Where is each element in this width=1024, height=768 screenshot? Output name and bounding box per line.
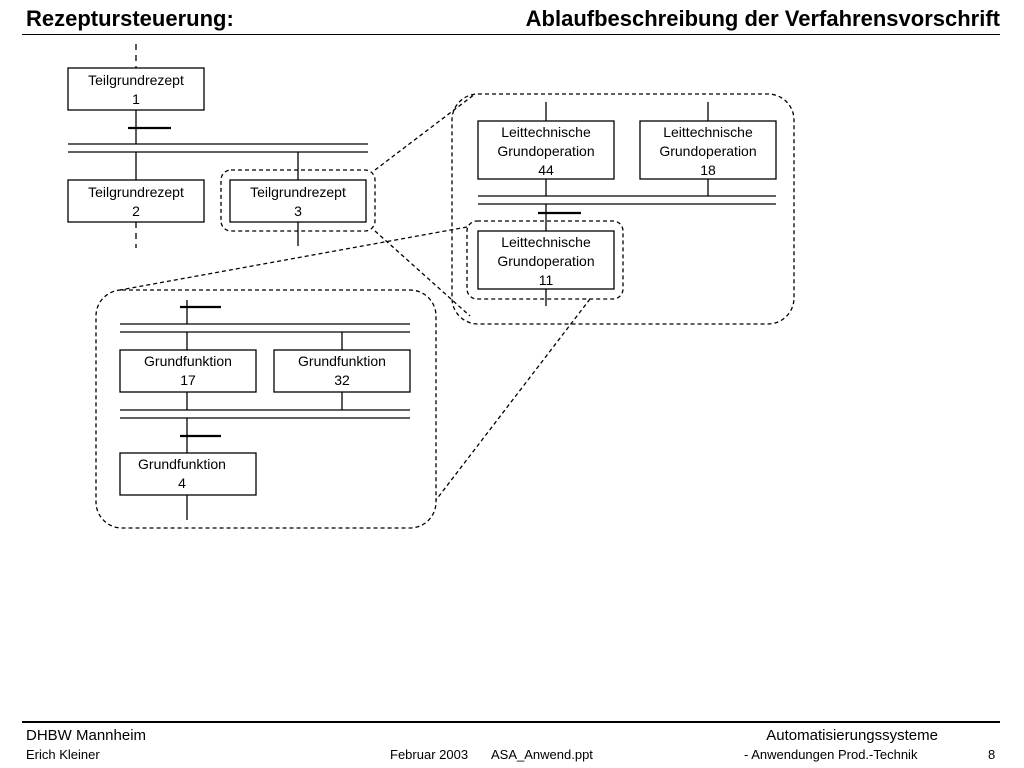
zoom-line (374, 93, 476, 171)
zoom-frame-grundfunktionen (95, 289, 437, 529)
step-label: Teilgrundrezept (88, 184, 184, 200)
step-grundfunktion-4 (119, 452, 257, 496)
step-number: 11 (539, 272, 554, 288)
step-label: Grundoperation (497, 253, 594, 269)
step-grundoperation-11 (477, 230, 615, 290)
step-grundfunktion-32 (273, 349, 411, 393)
step-label: Leittechnische (501, 124, 591, 140)
sfc-diagram: Teilgrundrezept 1 Teilgrundrezept 2 Teil… (67, 44, 795, 529)
highlight-teilgrundrezept-3 (220, 169, 376, 232)
step-number: 44 (538, 162, 554, 178)
footer-date: Februar 2003 (390, 747, 469, 762)
step-label: Teilgrundrezept (88, 72, 184, 88)
page-subtitle: Ablaufbeschreibung der Verfahrensvorschr… (525, 6, 1000, 31)
footer-page-number: 8 (988, 747, 996, 762)
step-label: Leittechnische (501, 234, 591, 250)
header-rule (22, 34, 1000, 35)
zoom-line (435, 298, 591, 501)
step-grundfunktion-17 (119, 349, 257, 393)
step-number: 1 (132, 91, 140, 107)
step-number: 17 (180, 372, 196, 388)
zoom-frame-grundoperationen (451, 93, 795, 325)
footer-subtitle: - Anwendungen Prod.-Technik (744, 747, 918, 762)
footer-file: ASA_Anwend.ppt (491, 747, 593, 762)
footer-course: Automatisierungssysteme (766, 727, 938, 744)
step-label: Grundoperation (497, 143, 594, 159)
step-number: 2 (132, 203, 140, 219)
step-number: 4 (178, 475, 186, 491)
footer-author: Erich Kleiner (26, 747, 100, 762)
step-grundoperation-18 (639, 120, 777, 180)
step-label: Grundfunktion (298, 353, 386, 369)
step-number: 18 (700, 162, 716, 178)
zoom-line (119, 226, 468, 291)
page-title: Rezeptursteuerung: (26, 6, 234, 31)
step-number: 32 (334, 372, 350, 388)
step-number: 3 (294, 203, 302, 219)
step-label: Leittechnische (663, 124, 753, 140)
step-label: Grundfunktion (138, 456, 226, 472)
footer-org: DHBW Mannheim (26, 727, 147, 744)
step-teilgrundrezept-3 (229, 179, 367, 223)
step-label: Teilgrundrezept (250, 184, 346, 200)
step-label: Grundfunktion (144, 353, 232, 369)
zoom-line (374, 230, 471, 317)
footer-rule (22, 721, 1000, 723)
step-grundoperation-44 (477, 120, 615, 180)
step-label: Grundoperation (659, 143, 756, 159)
